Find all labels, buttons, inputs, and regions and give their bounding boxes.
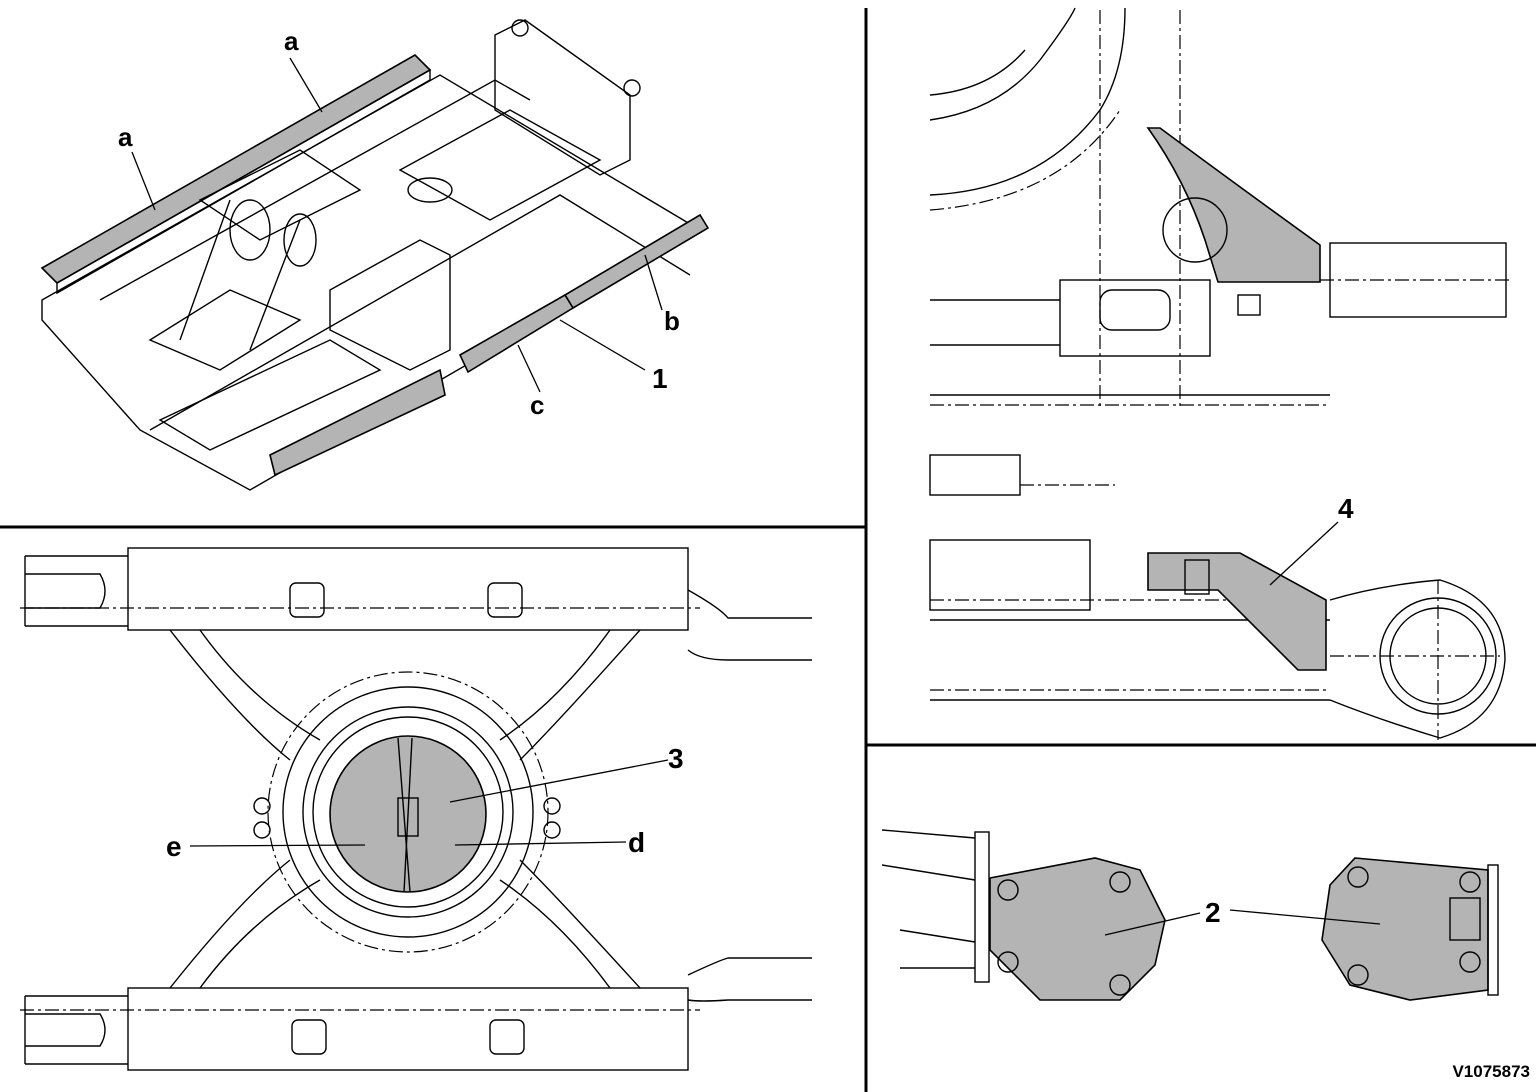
leaders-panel-1 <box>131 57 663 393</box>
cover-plate-2-right <box>1321 857 1489 1001</box>
callout-b: b <box>664 306 680 336</box>
panel-top-right-detail <box>929 7 1510 410</box>
callout-a-upper: a <box>284 26 299 56</box>
callout-d: d <box>628 827 645 858</box>
callout-a-left: a <box>118 122 133 152</box>
rail-a <box>40 54 432 284</box>
cover-plate-2-left <box>989 857 1166 1001</box>
callout-2: 2 <box>1205 897 1221 928</box>
callout-3: 3 <box>668 743 684 774</box>
rail-c <box>458 293 575 374</box>
cover-plate-top-right <box>1146 127 1321 283</box>
rail-b <box>563 213 710 310</box>
frame-body <box>41 74 702 491</box>
panel-plan-view <box>20 547 812 1071</box>
figure-code: V1075873 <box>1452 1062 1530 1081</box>
step-mesh <box>269 368 446 477</box>
panel-dividers <box>0 8 1536 1092</box>
panel-side-view <box>929 454 1506 740</box>
callout-e: e <box>166 831 182 862</box>
callout-4: 4 <box>1338 493 1354 524</box>
callout-c: c <box>530 390 544 420</box>
leaders-panel-4 <box>1269 521 1339 586</box>
panel-bottom-right <box>881 829 1499 1001</box>
panel-isometric-frame <box>40 19 710 491</box>
leaders-panel-5 <box>1104 909 1381 936</box>
cover-plate-4 <box>1147 552 1327 671</box>
callout-1: 1 <box>652 363 668 394</box>
leaders-panel-2 <box>189 759 669 847</box>
